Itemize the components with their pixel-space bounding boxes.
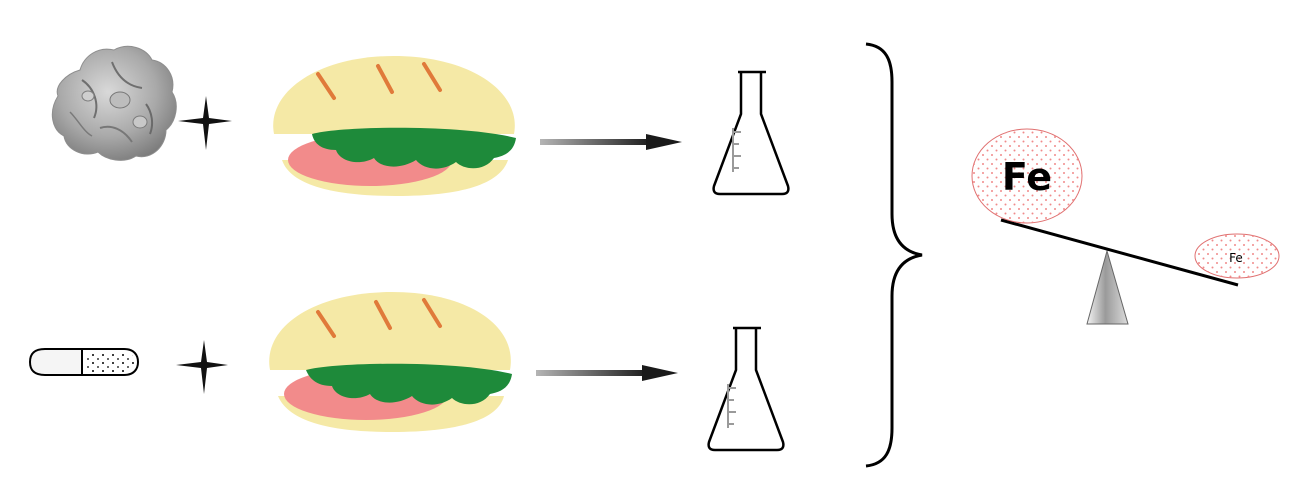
plus-sign-icon [176, 340, 228, 394]
rock-powder-icon [51, 45, 177, 161]
light-iron-ball: Fe [1194, 233, 1280, 279]
fe-label-small: Fe [1229, 251, 1243, 265]
heavy-iron-ball: Fe [971, 128, 1083, 224]
sandwich-icon [273, 56, 516, 196]
capsule-icon [28, 348, 140, 376]
arrow-icon [540, 134, 682, 150]
curly-brace [865, 42, 923, 468]
plus-sign-icon [178, 96, 232, 150]
iron-balance-scale: Fe Fe [971, 128, 1280, 325]
arrow-icon [536, 365, 678, 381]
flask-icon [707, 326, 785, 452]
fulcrum [1086, 249, 1129, 325]
sandwich-icon [269, 292, 512, 432]
balance-beam [1000, 218, 1239, 287]
fe-label-large: Fe [1002, 155, 1052, 199]
flask-icon [712, 70, 790, 196]
